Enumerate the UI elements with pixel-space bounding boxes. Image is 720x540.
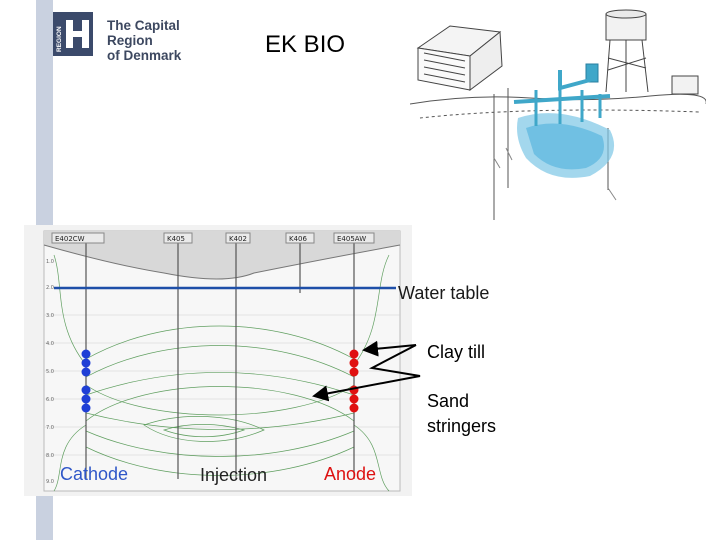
water-table-label: Water table	[398, 283, 490, 303]
groundwater-plume-icon	[513, 70, 615, 178]
cathode-label: Cathode	[60, 464, 129, 484]
cross-section-profile: E402CW K405 K402 K406 E405AW 1.0 2.0 3.0…	[24, 225, 412, 496]
depth-tick: 8.0	[46, 453, 54, 459]
slide-title: EK BIO	[265, 31, 346, 58]
logo-text: The Capital Region of Denmark	[107, 18, 182, 63]
depth-tick: 2.0	[46, 285, 54, 291]
well-label: E405AW	[337, 235, 366, 243]
depth-tick: 7.0	[46, 425, 54, 431]
well-label: E402CW	[55, 235, 85, 243]
region-logo: REGION The Capital Region of Denmark	[53, 12, 228, 63]
well-label: K406	[289, 235, 307, 243]
sand-stringers-label: Sand stringers	[427, 391, 497, 436]
logo-vertical-text: REGION	[56, 26, 63, 52]
site-illustration	[410, 9, 706, 220]
injection-label: Injection	[200, 465, 268, 485]
building-icon	[416, 25, 503, 91]
anode-label: Anode	[324, 464, 377, 484]
depth-tick: 6.0	[46, 397, 54, 403]
depth-tick: 4.0	[46, 341, 54, 347]
water-tower-icon	[585, 9, 699, 95]
well-label-boxes	[51, 232, 375, 244]
depth-tick: 1.0	[46, 259, 54, 265]
depth-tick: 9.0	[46, 479, 54, 485]
depth-tick: 5.0	[46, 369, 54, 375]
depth-tick: 3.0	[46, 313, 54, 319]
well-label: K402	[229, 235, 247, 243]
well-label: K405	[167, 235, 185, 243]
cathode-electrodes	[81, 349, 91, 413]
clay-till-label: Clay till	[427, 342, 486, 362]
region-h-logo-icon: REGION	[53, 12, 93, 56]
